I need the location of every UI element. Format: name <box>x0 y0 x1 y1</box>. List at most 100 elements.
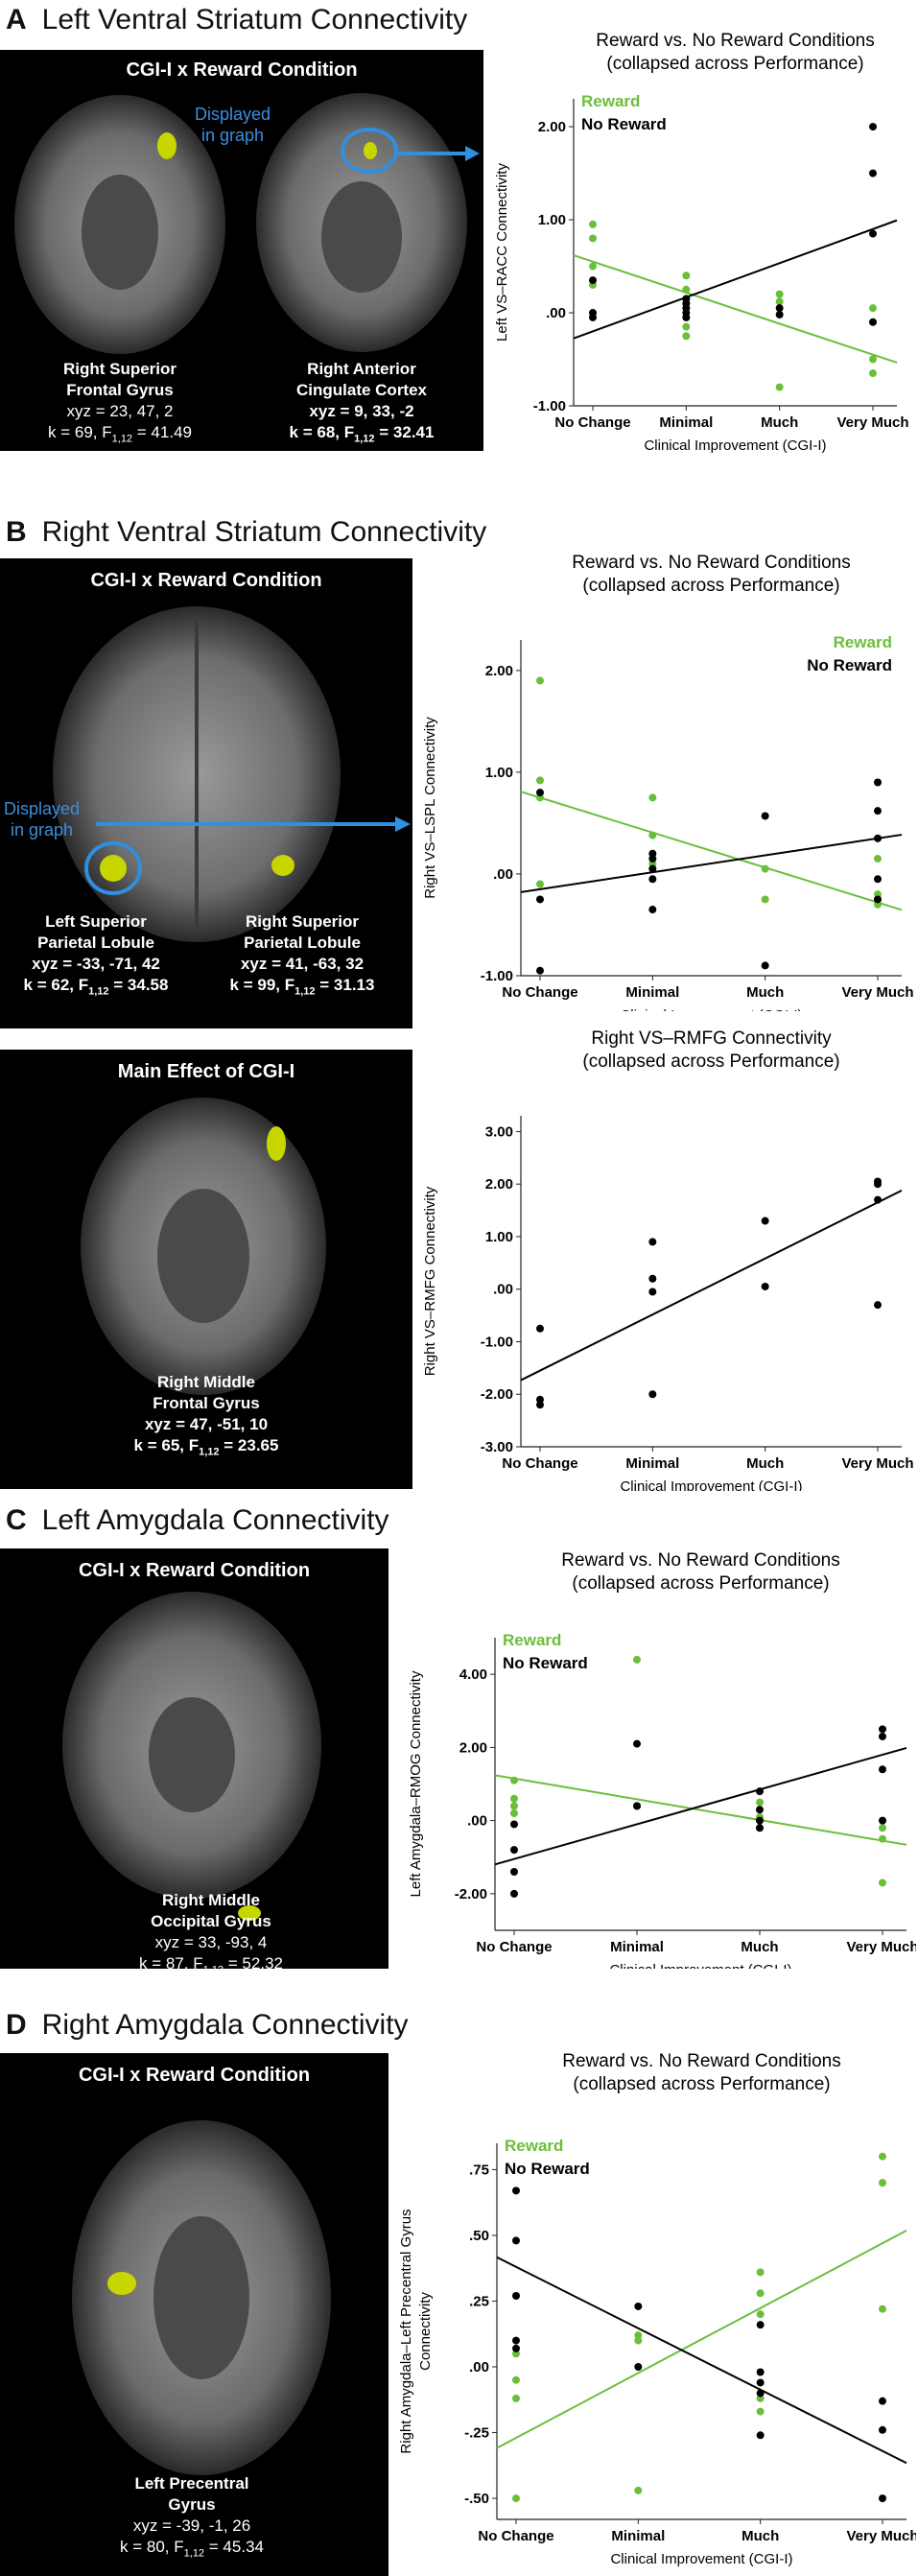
y-tick-label: 2.00 <box>538 119 566 135</box>
section-letter: C <box>6 1504 27 1536</box>
data-point <box>634 2331 643 2340</box>
x-tick-label: Very Much <box>846 1939 916 1955</box>
data-point <box>510 1820 518 1829</box>
fit-line <box>573 254 898 364</box>
x-tick-label: No Change <box>502 984 577 1001</box>
y-axis-label: Right VS–RMFG Connectivity <box>422 1186 438 1376</box>
chart-title: (collapsed across Performance) <box>606 54 863 74</box>
brain-panel-d: CGI-I x Reward Condition Left Precentral… <box>0 2053 388 2576</box>
data-point <box>510 1802 518 1810</box>
data-point <box>879 2304 886 2313</box>
brain-slices-image <box>14 93 480 354</box>
scatter-chart-b: Reward vs. No Reward Conditions (collapse… <box>422 553 914 1011</box>
data-point <box>879 1816 886 1825</box>
section-title: Left Ventral Striatum Connectivity <box>41 4 468 35</box>
x-tick-label: Minimal <box>659 414 713 431</box>
y-tick-label: .75 <box>469 2162 489 2178</box>
data-point <box>756 2394 765 2402</box>
y-axis-label: Left VS–RACC Connectivity <box>494 163 510 342</box>
data-point <box>756 1816 764 1825</box>
data-point <box>756 2378 765 2387</box>
data-point <box>756 2289 765 2298</box>
panel-title: CGI-I x Reward Condition <box>78 1560 311 1581</box>
legend-entry: Reward <box>581 92 640 110</box>
data-point <box>879 1824 886 1832</box>
data-point <box>874 875 882 884</box>
data-point <box>879 1879 886 1887</box>
brain-slices-image <box>53 606 411 942</box>
chart-title: Right VS–RMFG Connectivity <box>591 1028 832 1049</box>
chart-title: (collapsed across Performance) <box>573 2074 830 2094</box>
scatter-chart-c: Reward vs. No Reward Conditions(collapse… <box>408 1550 916 1969</box>
data-point <box>775 310 784 319</box>
x-tick-label: Much <box>761 414 798 431</box>
data-point <box>648 793 657 802</box>
data-point <box>756 2407 765 2416</box>
data-point <box>634 2336 643 2345</box>
data-point <box>874 807 882 815</box>
y-tick-label: 1.00 <box>538 212 566 228</box>
x-tick-label: No Change <box>476 1939 552 1955</box>
data-point <box>648 1390 657 1399</box>
chart-title: Reward vs. No Reward Conditions <box>572 553 850 573</box>
data-point <box>512 2375 520 2384</box>
data-point <box>879 2179 886 2187</box>
data-point <box>648 1274 657 1283</box>
legend-entry: Reward <box>834 633 892 651</box>
data-point <box>761 961 769 970</box>
data-point <box>879 1732 886 1740</box>
data-point <box>869 169 877 177</box>
data-point <box>869 355 877 364</box>
data-point <box>682 332 691 341</box>
y-tick-label: -.25 <box>464 2425 489 2442</box>
y-axis-label: Right Amygdala–Left Precentral Gyrus <box>398 2209 414 2453</box>
x-tick-label: Very Much <box>841 1455 913 1472</box>
brain-slice-image <box>62 1592 321 1921</box>
data-point <box>756 2431 765 2440</box>
data-point <box>682 313 691 321</box>
data-point <box>879 1834 886 1843</box>
y-tick-label: 2.00 <box>485 1176 513 1193</box>
legend-entry: No Reward <box>807 656 892 674</box>
data-point <box>756 2368 765 2376</box>
data-point <box>756 2310 765 2319</box>
data-point <box>510 1776 518 1784</box>
chart-title: (collapsed across Performance) <box>582 576 839 596</box>
x-tick-label: Minimal <box>611 2528 665 2544</box>
data-point <box>682 285 691 294</box>
y-tick-label: 4.00 <box>459 1666 487 1683</box>
x-axis-label: Clinical Improvement (CGI-I) <box>609 1962 791 1969</box>
x-axis-label: Clinical Improvement (CGI-I) <box>644 437 826 454</box>
data-point <box>879 2425 886 2434</box>
panel-title: CGI-I x Reward Condition <box>126 59 358 81</box>
scatter-chart-a: Reward vs. No Reward Conditions(collapse… <box>494 31 909 454</box>
panel-title: CGI-I x Reward Condition <box>90 570 322 591</box>
data-point <box>536 1324 544 1333</box>
x-tick-label: Much <box>746 1455 784 1472</box>
data-point <box>536 966 544 975</box>
data-point <box>634 2363 643 2372</box>
legend-entry: No Reward <box>581 115 667 133</box>
y-axis-label: Right VS–LSPL Connectivity <box>422 717 438 899</box>
brain-slice-image <box>81 1098 326 1395</box>
data-point <box>536 776 544 785</box>
data-point <box>756 2321 765 2329</box>
data-point <box>633 1802 641 1810</box>
y-tick-label: 1.00 <box>485 765 513 781</box>
data-point <box>761 895 769 904</box>
section-letter: B <box>6 516 27 548</box>
y-axis-label: Connectivity <box>417 2292 434 2371</box>
data-point <box>869 304 877 313</box>
data-point <box>682 272 691 280</box>
y-tick-label: .00 <box>546 305 566 321</box>
y-tick-label: -.50 <box>464 2491 489 2507</box>
